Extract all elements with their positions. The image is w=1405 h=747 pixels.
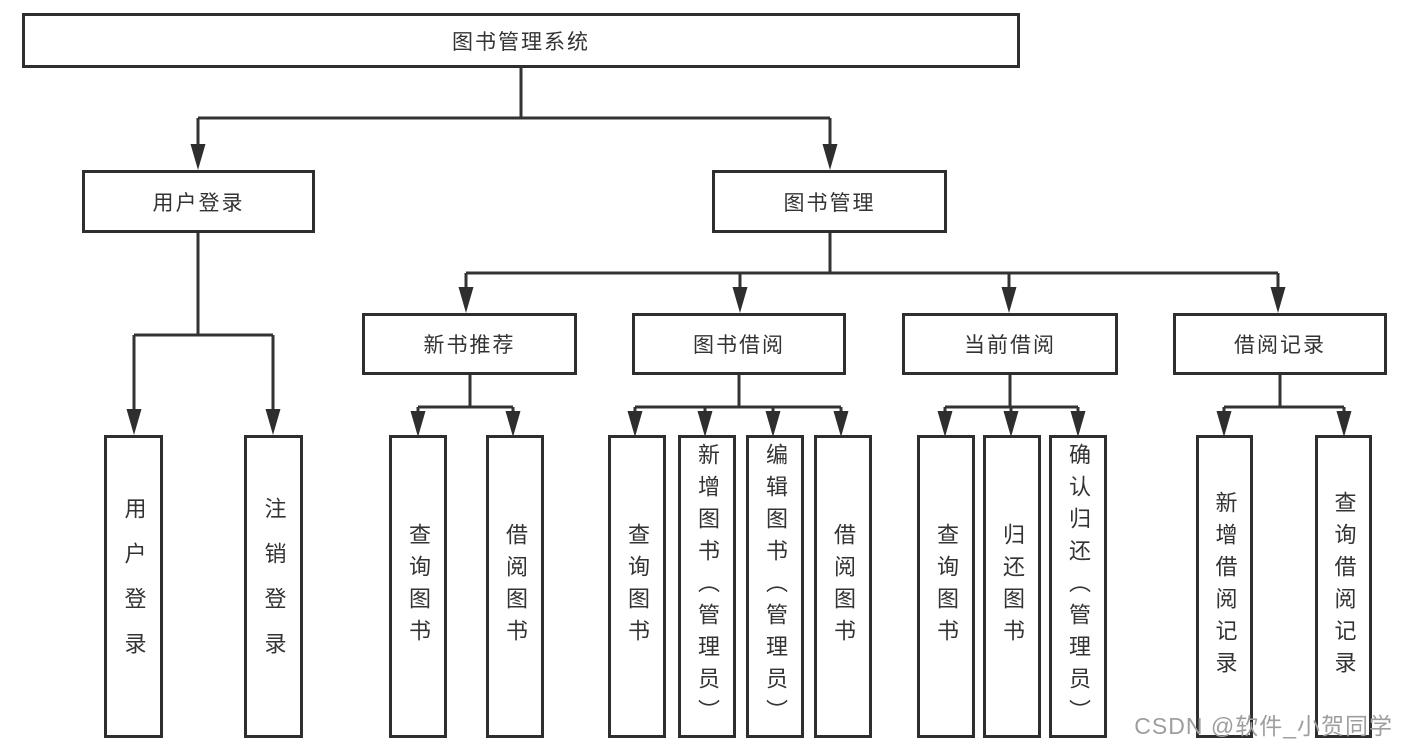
leaf-borrow-books: 借阅图书: [814, 435, 872, 738]
leaf-borrow-books-recommend: 借阅图书: [486, 435, 544, 738]
node-book-management: 图书管理: [712, 170, 947, 233]
node-label: 用户登录: [152, 191, 245, 215]
node-borrow-records: 借阅记录: [1173, 313, 1387, 375]
node-label: 图书管理系统: [452, 30, 590, 54]
node-label: 注销登录: [261, 496, 287, 677]
node-label: 当前借阅: [964, 334, 1056, 357]
node-label: 新书推荐: [423, 334, 516, 357]
node-label: 借阅图书: [831, 522, 856, 651]
node-label: 图书借阅: [693, 334, 785, 357]
node-label: 查询借阅记录: [1331, 490, 1357, 683]
leaf-query-books-recommend: 查询图书: [389, 435, 447, 738]
node-label: 新增借阅记录: [1212, 490, 1238, 683]
node-label: 确认归还（管理员）: [1066, 442, 1091, 731]
node-label: 借阅图书: [503, 522, 528, 651]
leaf-add-borrow-record: 新增借阅记录: [1196, 435, 1253, 738]
node-user-login: 用户登录: [82, 170, 315, 233]
node-root-library-system: 图书管理系统: [22, 13, 1020, 68]
leaf-logout: 注销登录: [244, 435, 303, 738]
leaf-return-books: 归还图书: [983, 435, 1041, 738]
leaf-add-book-admin: 新增图书（管理员）: [678, 435, 736, 738]
leaf-query-borrow-record: 查询借阅记录: [1315, 435, 1372, 738]
leaf-edit-book-admin: 编辑图书（管理员）: [746, 435, 804, 738]
node-current-borrow: 当前借阅: [902, 313, 1118, 375]
leaf-confirm-return-admin: 确认归还（管理员）: [1049, 435, 1107, 738]
node-label: 图书管理: [783, 191, 876, 215]
node-book-borrow: 图书借阅: [632, 313, 846, 375]
leaf-query-books-borrow: 查询图书: [608, 435, 666, 738]
node-label: 查询图书: [406, 522, 431, 651]
leaf-user-login: 用户登录: [104, 435, 163, 738]
node-label: 用户登录: [121, 496, 147, 677]
csdn-watermark: CSDN @软件_小贺同学: [1134, 713, 1393, 739]
leaf-query-books-current: 查询图书: [917, 435, 975, 738]
arrowheads: [126, 144, 1352, 437]
node-label: 查询图书: [934, 522, 959, 651]
node-label: 查询图书: [625, 522, 650, 651]
node-label: 借阅记录: [1234, 334, 1326, 357]
node-label: 编辑图书（管理员）: [763, 442, 788, 731]
node-new-book-recommend: 新书推荐: [362, 313, 577, 375]
node-label: 新增图书（管理员）: [695, 442, 720, 731]
node-label: 归还图书: [1000, 522, 1025, 651]
